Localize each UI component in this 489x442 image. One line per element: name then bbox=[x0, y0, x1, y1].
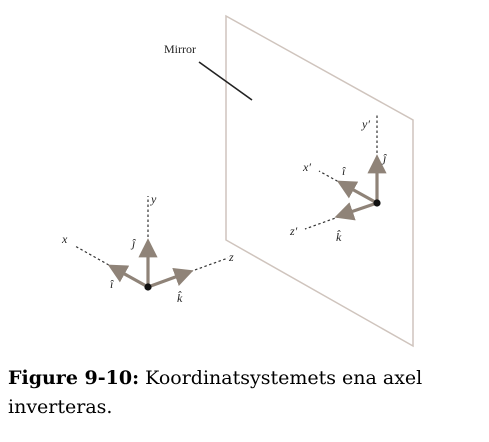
mirror-label: Mirror bbox=[164, 42, 196, 56]
mirror-leader-line bbox=[198, 61, 253, 101]
left-unit-i-label: î bbox=[110, 277, 114, 291]
left-x-axis-label: x bbox=[61, 232, 68, 246]
figure-caption-text: Koordinatsystemets ena axel inverteras. bbox=[8, 367, 423, 418]
figure-caption: Figure 9-10: Koordinatsystemets ena axel… bbox=[8, 364, 484, 422]
figure-caption-label: Figure 9-10: bbox=[8, 367, 140, 389]
right-origin-dot bbox=[373, 199, 381, 207]
left-coordinate-system: x y z î ĵ k̂ bbox=[61, 192, 234, 305]
right-coordinate-system: x′ y′ z′ î ĵ k̂ bbox=[289, 113, 387, 244]
left-unit-k-arrow bbox=[147, 267, 194, 289]
left-unit-k-label: k̂ bbox=[177, 291, 183, 305]
right-unit-k-label: k̂ bbox=[336, 230, 342, 244]
left-unit-j-label: ĵ bbox=[130, 236, 136, 250]
left-unit-i-arrow bbox=[107, 264, 149, 289]
left-z-axis-dashed bbox=[147, 257, 229, 288]
right-unit-j-label: ĵ bbox=[381, 151, 387, 165]
right-x-axis-label: x′ bbox=[302, 160, 311, 174]
left-origin-dot bbox=[144, 283, 152, 291]
right-unit-i-label: î bbox=[342, 164, 346, 178]
right-y-axis-label: y′ bbox=[361, 117, 370, 131]
mirror-plane bbox=[225, 14, 414, 348]
right-unit-k-arrow bbox=[334, 201, 378, 221]
left-z-axis-label: z bbox=[228, 250, 234, 264]
right-z-axis-label: z′ bbox=[289, 224, 298, 238]
left-y-axis-label: y bbox=[150, 192, 157, 206]
mirror-reflection-diagram: Mirror x y z î ĵ k̂ x′ y′ z′ î ĵ k̂ bbox=[61, 14, 414, 348]
right-unit-i-arrow bbox=[336, 180, 378, 205]
